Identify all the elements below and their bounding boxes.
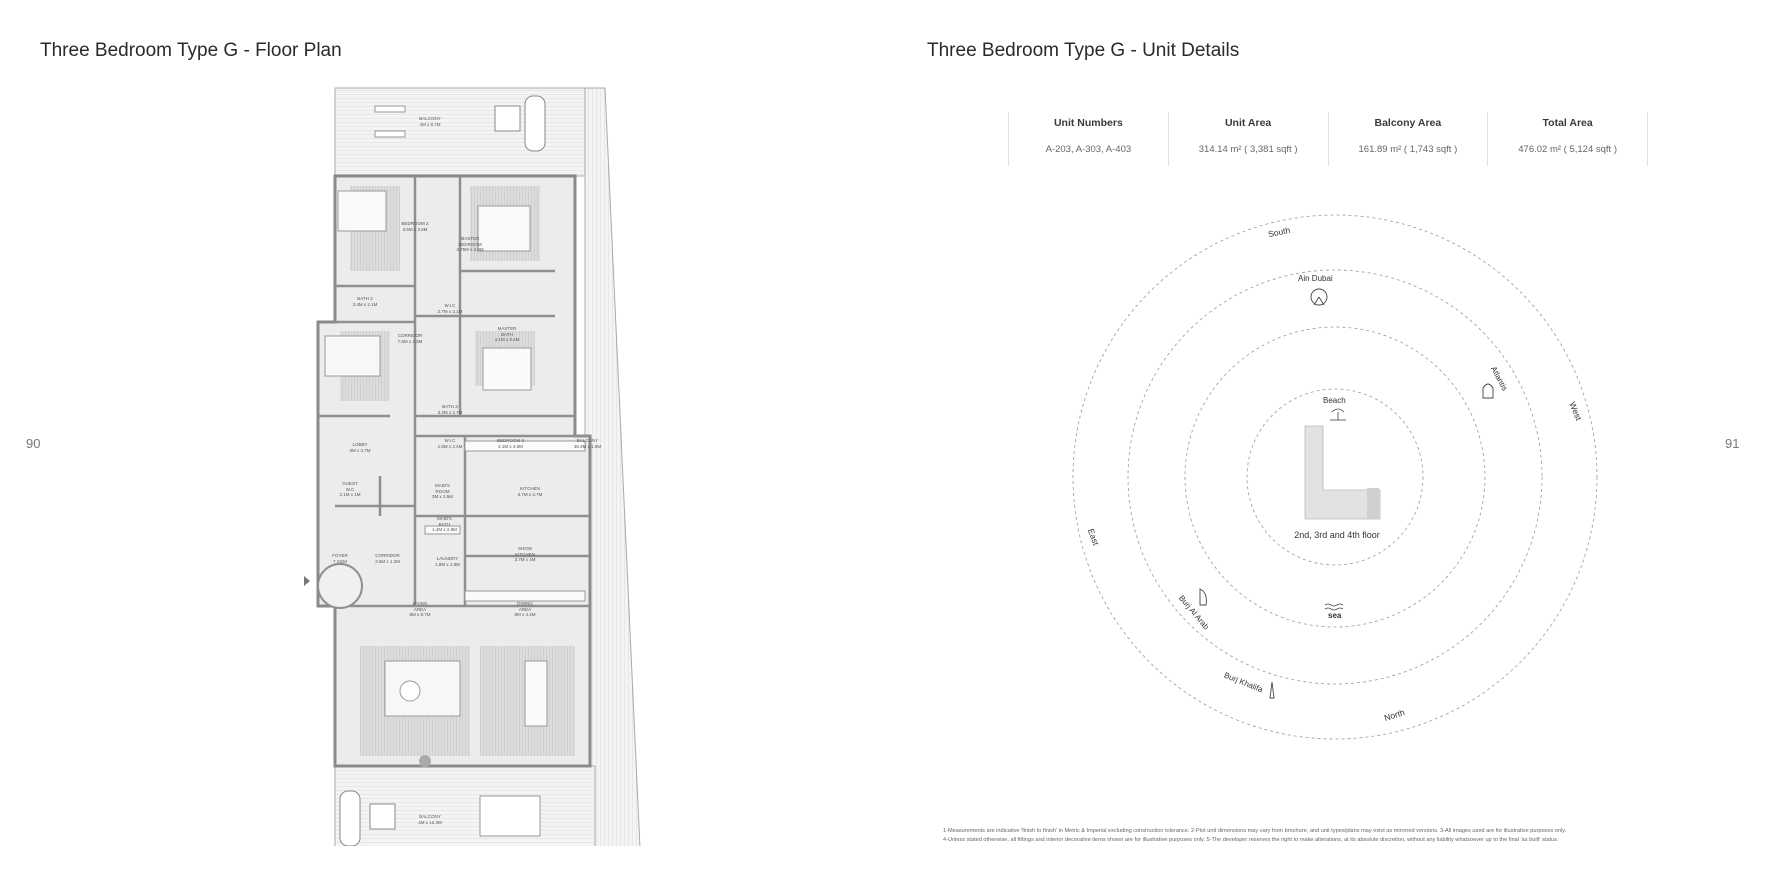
floor-plan-title: Three Bedroom Type G - Floor Plan	[40, 40, 342, 61]
room-label-maids-bath: MAID'S BATH 1.4M x 2.8M	[432, 516, 457, 532]
room-label-balcony-top: BALCONY 4M x 8.7M	[419, 116, 441, 127]
burj-khalifa-icon	[1269, 681, 1275, 699]
room-label-kitchen: KITCHEN 3.7M x 3.7M	[517, 486, 543, 497]
room-label-balcony-side: BALCONY 36.4M x 1.8M	[573, 438, 602, 449]
building-footprint	[1304, 425, 1381, 520]
room-label-bedroom-3: BEDROOM 3 4.1M x 3.6M	[496, 438, 524, 449]
unit-details-table: Unit Numbers A-203, A-303, A-403 Unit Ar…	[1008, 112, 1648, 166]
room-label-master-bath: MASTER BATH 4.1M x 3.4M	[494, 326, 520, 342]
disclaimer-footnote: 1-Measurements are indicative 'finish to…	[943, 827, 1643, 845]
room-label-bath-3: BATH 3 3.2M x 2.7M	[437, 404, 463, 415]
room-label-master-bedroom: MASTER BEDROOM 4.75M x 4.8M	[456, 236, 484, 252]
room-label-corridor-lower: CORRIDOR 3.6M x 1.2M	[375, 553, 400, 564]
floor-plan-drawing	[304, 87, 641, 849]
details-col-total-area: Total Area 476.02 m² ( 5,124 sqft )	[1487, 112, 1648, 166]
room-label-balcony-bottom: BALCONY 4M x 12.3M	[418, 814, 442, 825]
page-number-right: 91	[1725, 436, 1740, 451]
details-header: Unit Numbers	[1053, 117, 1123, 129]
room-label-bedroom-2: BEDROOM 2 3.6M x 3.8M	[401, 221, 429, 232]
burj-al-arab-icon	[1199, 588, 1207, 606]
sea-icon	[1324, 603, 1344, 611]
atlantis-icon	[1482, 383, 1494, 399]
details-header: Unit Area	[1224, 117, 1272, 129]
orientation-diagram: South West North East Ain Dubai Atlantis…	[1070, 212, 1600, 742]
footnote-line: 4-Unless stated otherwise, all fittings …	[943, 837, 1559, 843]
orientation-rings	[1072, 214, 1598, 740]
room-label-wic-lower: W.I.C 1.8M x 2.4M	[437, 438, 463, 449]
landmark-ain-dubai: Ain Dubai	[1298, 274, 1333, 283]
room-label-show-kitchen: SHOW KITCHEN 3.7M x 4M	[514, 546, 536, 562]
page-number-left: 90	[26, 436, 41, 451]
room-label-lobby: LOBBY 3M x 3.7M	[349, 442, 371, 453]
details-value: 476.02 m² ( 5,124 sqft )	[1518, 144, 1617, 155]
details-header: Total Area	[1542, 117, 1593, 129]
room-label-dining-area: DINING AREA 8M x 4.4M	[514, 601, 536, 617]
details-col-balcony-area: Balcony Area 161.89 m² ( 1,743 sqft )	[1327, 112, 1488, 166]
room-label-bath-2: BATH 2 3.4M x 2.1M	[352, 296, 378, 307]
floor-label: 2nd, 3rd and 4th floor	[1294, 530, 1380, 540]
details-header: Balcony Area	[1374, 117, 1442, 129]
details-value: A-203, A-303, A-403	[1045, 144, 1132, 155]
footnote-line: 1-Measurements are indicative 'finish to…	[943, 828, 1567, 834]
room-label-guest-wc: GUEST W.C 2.1M x 1M	[339, 481, 361, 497]
room-label-living-area: LIVING AREA 8M x 8.7M	[409, 601, 431, 617]
landmark-beach: Beach	[1323, 396, 1346, 405]
room-label-maids-room: MAID'S ROOM 3M x 2.5M	[431, 483, 453, 499]
details-col-unit-area: Unit Area 314.14 m² ( 3,381 sqft )	[1167, 112, 1328, 166]
unit-details-title: Three Bedroom Type G - Unit Details	[927, 40, 1240, 61]
room-label-foyer: FOYER 7 SQM	[332, 553, 348, 564]
beach-icon	[1330, 408, 1346, 421]
balcony-hatch	[1367, 488, 1379, 519]
landmark-sea: sea	[1328, 611, 1342, 620]
room-label-laundry: LAUNDRY 1.8M x 1.8M	[435, 556, 460, 567]
ain-dubai-icon	[1310, 288, 1328, 306]
room-label-wic-upper: W.I.C 2.7M x 3.1M	[437, 303, 463, 314]
details-col-unit-numbers: Unit Numbers A-203, A-303, A-403	[1008, 112, 1168, 166]
floor-plan: BALCONY 4M x 8.7M BEDROOM 2 3.6M x 3.8M …	[300, 86, 650, 849]
details-value: 314.14 m² ( 3,381 sqft )	[1198, 144, 1298, 155]
details-value: 161.89 m² ( 1,743 sqft )	[1358, 144, 1458, 155]
room-label-corridor-upper: CORRIDOR 7.6M x 1.3M	[397, 333, 423, 344]
